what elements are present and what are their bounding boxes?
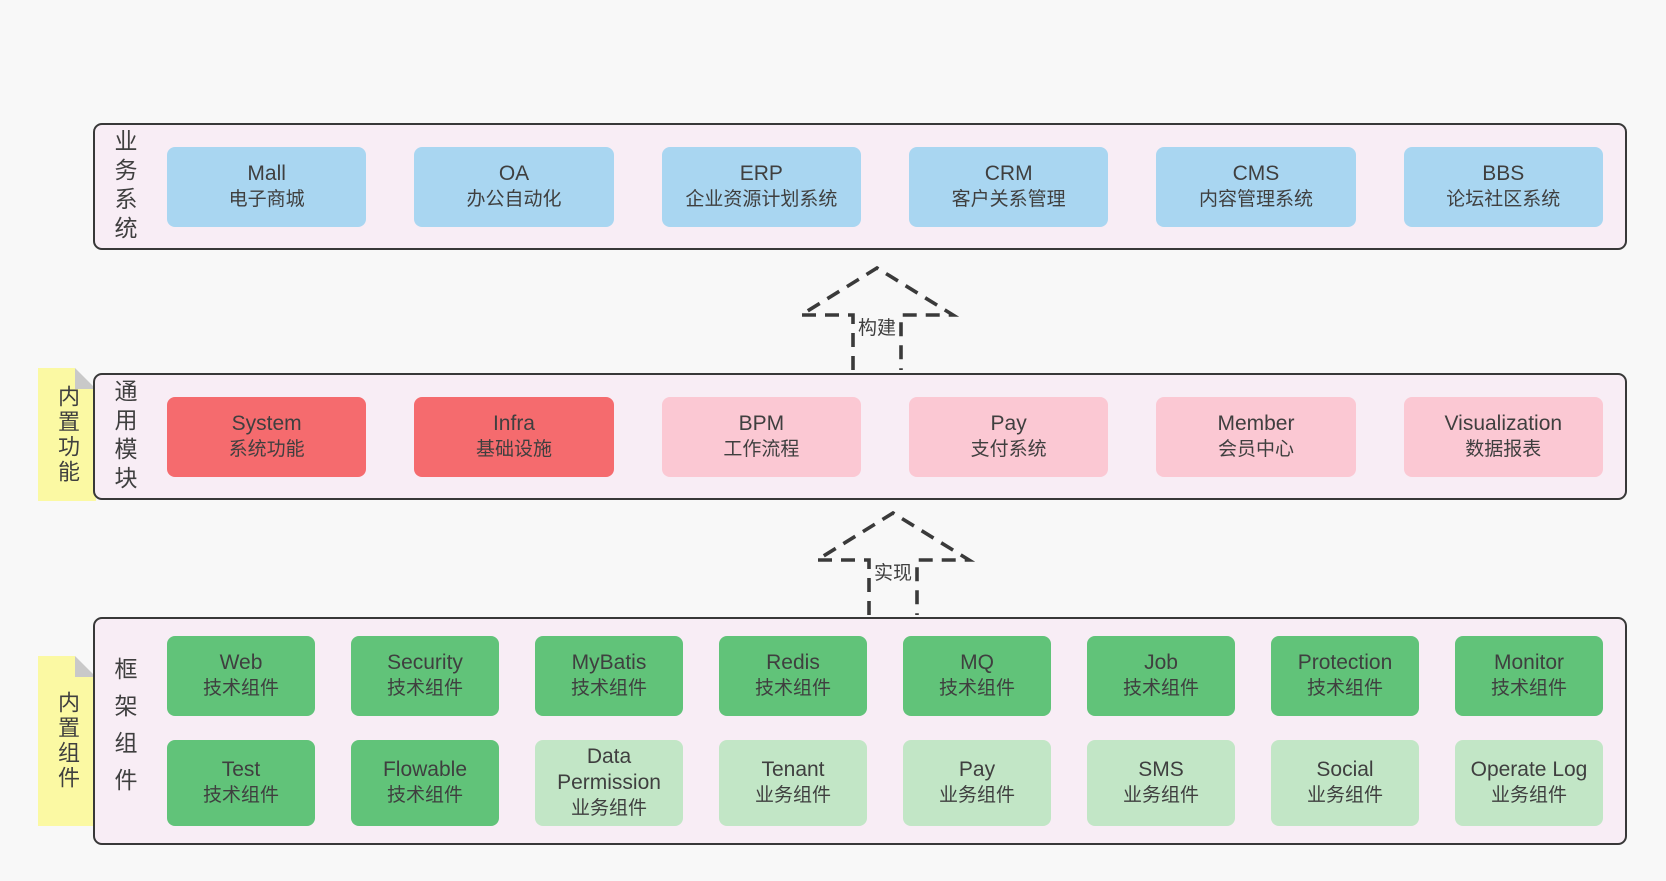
- box-redis: Redis 技术组件: [719, 636, 867, 716]
- box-mq: MQ 技术组件: [903, 636, 1051, 716]
- business-layer-label: 业务系统: [111, 128, 137, 245]
- dashed-up-arrow-icon: [811, 510, 975, 615]
- components-layer-label: 框架组件: [111, 657, 137, 805]
- layer-common-modules: 通用模块 System 系统功能 Infra 基础设施 BPM 工作流程 Pay…: [93, 373, 1627, 500]
- arrow-implement: 实现: [811, 510, 975, 616]
- module-boxes: System 系统功能 Infra 基础设施 BPM 工作流程 Pay 支付系统…: [167, 375, 1603, 498]
- sticky-note-builtin-features: 内置功能: [38, 368, 96, 501]
- box-member: Member 会员中心: [1156, 396, 1356, 477]
- box-monitor: Monitor 技术组件: [1455, 636, 1603, 716]
- dashed-up-arrow-icon: [795, 265, 959, 370]
- arrow-build: 构建: [795, 265, 959, 371]
- component-boxes: Web 技术组件 Security 技术组件 MyBatis 技术组件 Redi…: [167, 619, 1603, 843]
- sticky-note-builtin-components: 内置组件: [38, 656, 96, 826]
- modules-layer-label: 通用模块: [111, 378, 137, 495]
- box-social: Social 业务组件: [1271, 740, 1419, 826]
- box-security: Security 技术组件: [351, 636, 499, 716]
- business-boxes: Mall 电子商城 OA 办公自动化 ERP 企业资源计划系统 CRM 客户关系…: [167, 125, 1603, 248]
- box-erp: ERP 企业资源计划系统: [661, 146, 861, 227]
- component-row-2: Test 技术组件 Flowable 技术组件 Data Permission …: [167, 740, 1603, 826]
- box-crm: CRM 客户关系管理: [908, 146, 1109, 227]
- box-bbs: BBS 论坛社区系统: [1403, 146, 1603, 227]
- arrow-implement-label: 实现: [870, 557, 916, 586]
- box-tenant: Tenant 业务组件: [719, 740, 867, 826]
- box-web: Web 技术组件: [167, 636, 315, 716]
- box-job: Job 技术组件: [1087, 636, 1235, 716]
- layer-business-systems: 业务系统 Mall 电子商城 OA 办公自动化 ERP 企业资源计划系统 CRM…: [93, 123, 1627, 250]
- box-infra: Infra 基础设施: [414, 396, 614, 477]
- box-data-permission: Data Permission 业务组件: [535, 740, 683, 826]
- sticky-builtin-components-label: 内置组件: [55, 691, 80, 791]
- box-cms: CMS 内容管理系统: [1156, 146, 1356, 227]
- box-protection: Protection 技术组件: [1271, 636, 1419, 716]
- box-system: System 系统功能: [167, 396, 367, 477]
- box-flowable: Flowable 技术组件: [351, 740, 499, 826]
- box-oa: OA 办公自动化: [414, 146, 614, 227]
- component-row-1: Web 技术组件 Security 技术组件 MyBatis 技术组件 Redi…: [167, 636, 1603, 716]
- box-operate-log: Operate Log 业务组件: [1455, 740, 1603, 826]
- box-bpm: BPM 工作流程: [661, 396, 861, 477]
- layer-framework-components: 框架组件 Web 技术组件 Security 技术组件 MyBatis 技术组件…: [93, 617, 1627, 845]
- arrow-build-label: 构建: [854, 312, 900, 341]
- box-mybatis: MyBatis 技术组件: [535, 636, 683, 716]
- sticky-builtin-features-label: 内置功能: [55, 384, 80, 485]
- box-pay: Pay 支付系统: [908, 396, 1109, 477]
- box-mall: Mall 电子商城: [167, 146, 367, 227]
- box-test: Test 技术组件: [167, 740, 315, 826]
- box-pay-business: Pay 业务组件: [903, 740, 1051, 826]
- box-sms: SMS 业务组件: [1087, 740, 1235, 826]
- box-visualization: Visualization 数据报表: [1403, 396, 1603, 477]
